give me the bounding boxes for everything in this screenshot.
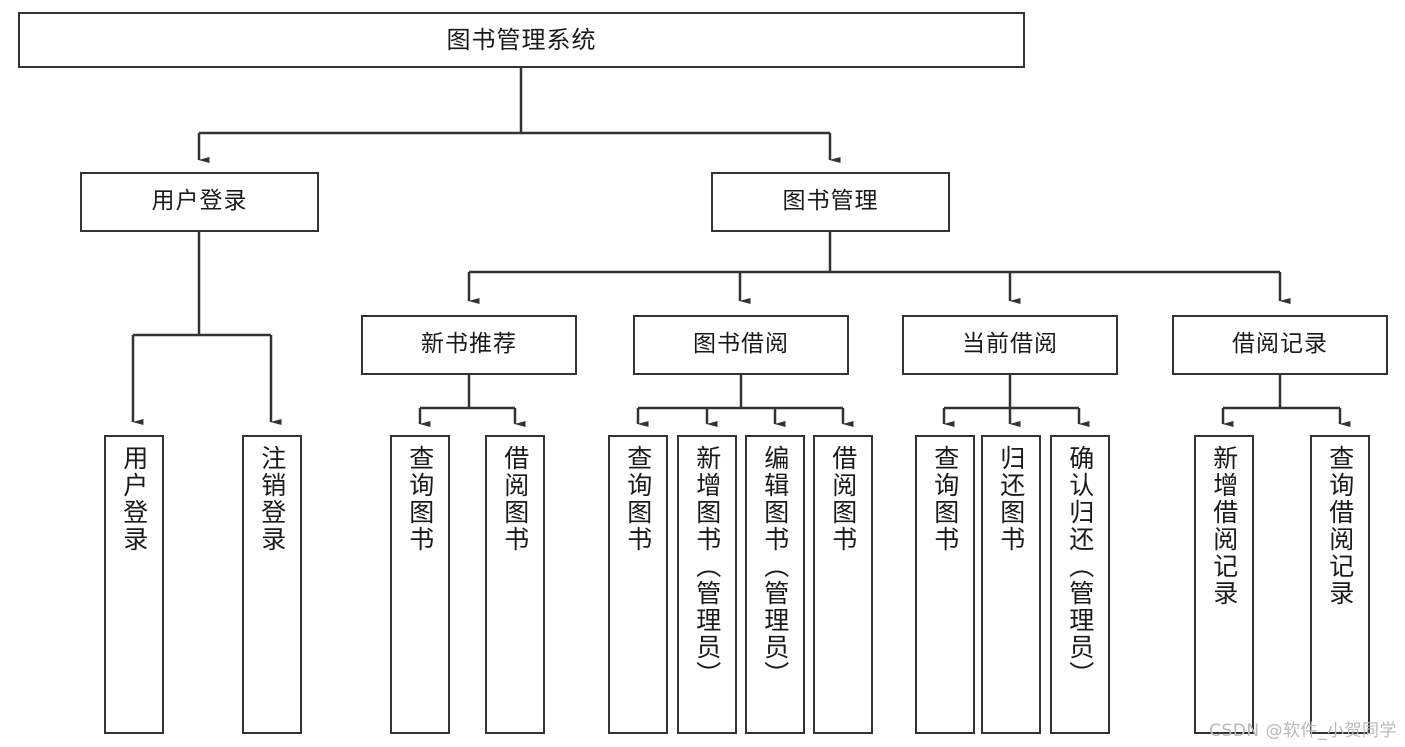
node-book-management[interactable]: 图书管理 xyxy=(711,172,950,232)
leaf-add-book-admin[interactable]: 新增图书（管理员） xyxy=(677,435,737,734)
node-label: 新书推荐 xyxy=(421,331,517,358)
node-label: 新增图书（管理员） xyxy=(692,445,722,688)
leaf-return-book[interactable]: 归还图书 xyxy=(981,435,1041,734)
node-label: 借阅记录 xyxy=(1232,331,1328,358)
node-label: 图书管理 xyxy=(782,188,879,215)
node-label: 借阅图书 xyxy=(500,445,530,553)
leaf-borrow-book[interactable]: 借阅图书 xyxy=(813,435,873,734)
node-label: 注销登录 xyxy=(257,445,287,553)
node-current-borrow[interactable]: 当前借阅 xyxy=(902,315,1118,375)
leaf-confirm-return-admin[interactable]: 确认归还（管理员） xyxy=(1050,435,1110,734)
node-label: 查询图书 xyxy=(623,445,653,553)
node-label: 查询图书 xyxy=(405,445,435,553)
node-label: 归还图书 xyxy=(996,445,1026,553)
node-new-book-recommend[interactable]: 新书推荐 xyxy=(361,315,577,375)
node-borrow-record[interactable]: 借阅记录 xyxy=(1172,315,1388,375)
node-label: 查询图书 xyxy=(930,445,960,553)
node-label: 图书借阅 xyxy=(693,331,789,358)
node-label: 新增借阅记录 xyxy=(1209,445,1239,607)
leaf-add-borrow-record[interactable]: 新增借阅记录 xyxy=(1194,435,1254,734)
node-label: 确认归还（管理员） xyxy=(1065,445,1095,688)
node-user-login[interactable]: 用户登录 xyxy=(80,172,319,232)
leaf-user-login[interactable]: 用户登录 xyxy=(104,435,164,734)
leaf-query-book-recommend[interactable]: 查询图书 xyxy=(390,435,450,734)
node-label: 用户登录 xyxy=(119,445,149,553)
node-label: 图书管理系统 xyxy=(446,25,597,54)
leaf-query-book-current[interactable]: 查询图书 xyxy=(915,435,975,734)
node-label: 当前借阅 xyxy=(962,331,1058,358)
leaf-edit-book-admin[interactable]: 编辑图书（管理员） xyxy=(745,435,805,734)
node-label: 查询借阅记录 xyxy=(1325,445,1355,607)
node-label: 编辑图书（管理员） xyxy=(760,445,790,688)
leaf-query-borrow-record[interactable]: 查询借阅记录 xyxy=(1310,435,1370,734)
leaf-query-book-borrow[interactable]: 查询图书 xyxy=(608,435,668,734)
node-root-system[interactable]: 图书管理系统 xyxy=(18,12,1025,68)
leaf-borrow-book-recommend[interactable]: 借阅图书 xyxy=(485,435,545,734)
node-book-borrow[interactable]: 图书借阅 xyxy=(633,315,849,375)
node-label: 用户登录 xyxy=(151,188,248,215)
node-label: 借阅图书 xyxy=(828,445,858,553)
leaf-logout[interactable]: 注销登录 xyxy=(242,435,302,734)
